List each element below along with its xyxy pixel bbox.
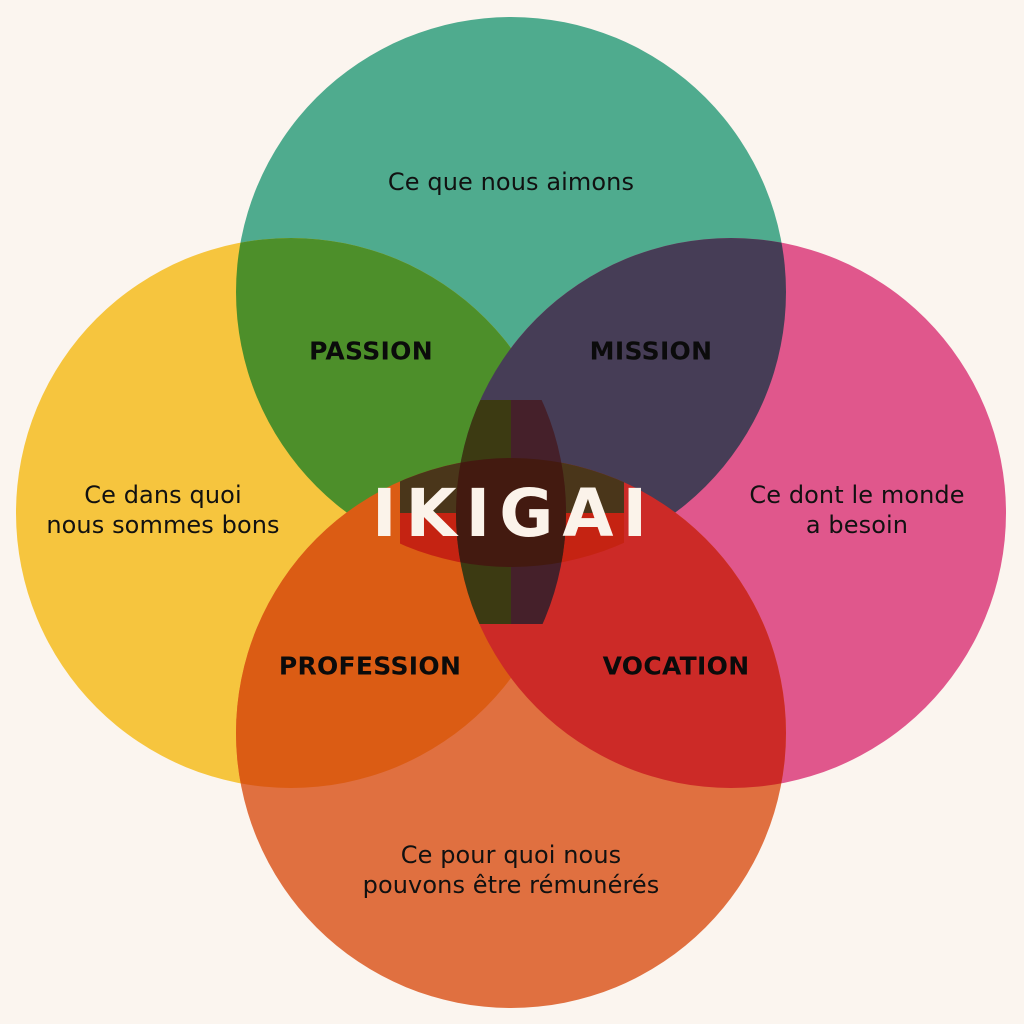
- label-passion: PASSION: [309, 336, 433, 366]
- label-good-line-1: Ce dans quoi: [84, 481, 242, 509]
- label-love: Ce que nous aimons: [388, 167, 634, 197]
- label-paid-line-1: Ce pour quoi nous: [400, 841, 622, 869]
- label-world-line-2: a besoin: [805, 511, 909, 539]
- label-world-line-1: Ce dont le monde: [749, 481, 965, 509]
- label-world: Ce dont le monde a besoin: [749, 480, 964, 540]
- label-good: Ce dans quoi nous sommes bons: [46, 480, 279, 540]
- center-title: IKIGAI: [371, 474, 657, 552]
- label-good-line-2: nous sommes bons: [46, 511, 280, 539]
- label-vocation: VOCATION: [602, 651, 750, 681]
- label-mission: MISSION: [589, 336, 713, 366]
- label-paid: Ce pour quoi nous pouvons être rémunérés: [363, 840, 660, 900]
- label-profession: PROFESSION: [278, 651, 462, 681]
- label-love-line-1: Ce que nous aimons: [387, 168, 635, 196]
- label-paid-line-2: pouvons être rémunérés: [362, 871, 660, 899]
